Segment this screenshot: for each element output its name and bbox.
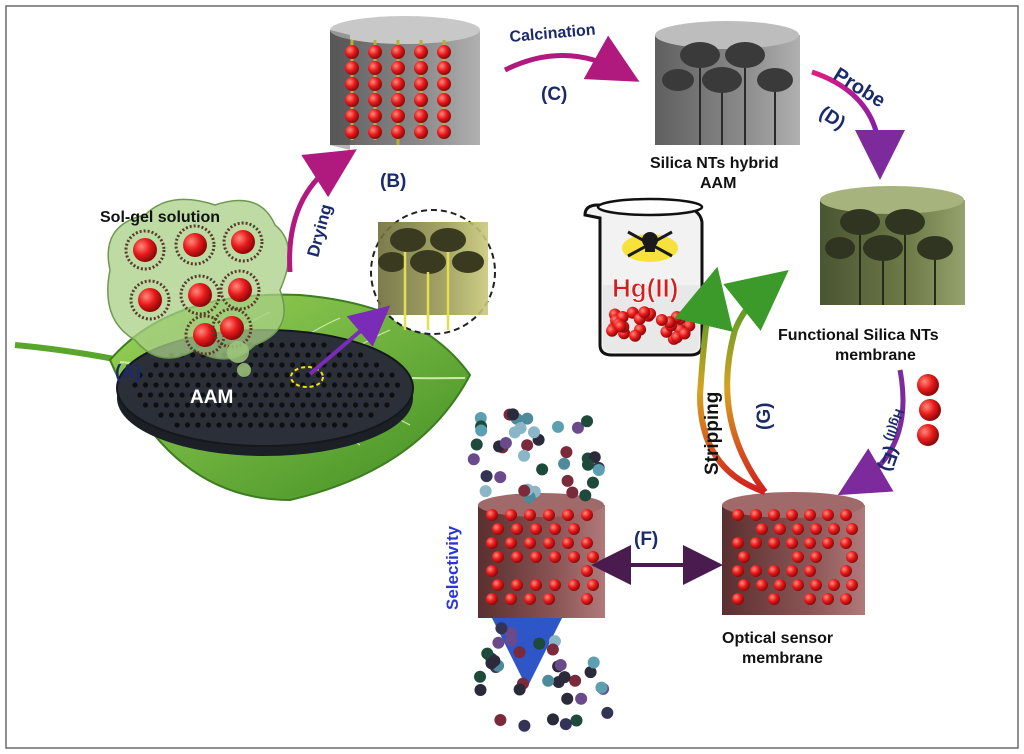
functional-label-2: membrane [835,347,916,364]
sol-gel-cluster [107,198,290,377]
selectivity-label: Selectivity [443,525,462,610]
mixed-ions-top [467,408,605,504]
membrane-block-b [330,16,480,150]
aam-label: AAM [190,387,233,408]
step-f-label: (F) [634,529,658,550]
silica-hybrid-label-1: Silica NTs hybrid [650,155,779,172]
skull-icon [622,230,678,262]
functional-label-1: Functional Silica NTs [778,327,939,344]
aam-disc [116,329,414,456]
stripping-label: Stripping [702,392,723,475]
drying-arrow [287,149,357,273]
membrane-block-silica-hybrid [655,21,800,145]
step-g-label: (G) [754,403,775,430]
membrane-block-functional [820,186,965,305]
step-b-label: (B) [380,171,406,192]
sol-gel-label: Sol-gel solution [100,209,220,226]
mixed-ions-bottom [474,622,614,732]
hg-binding-arrow [837,369,906,496]
hg-ions [917,374,941,446]
membrane-block-selectivity [478,493,605,618]
silica-hybrid-label-2: AAM [700,175,736,192]
stripping-arrow-left [674,266,766,495]
step-c-label: (C) [541,84,567,105]
stripping-arrow-right [723,270,789,494]
hg-beaker-label: Hg(II) [612,273,678,303]
zoom-link-arrow [308,305,391,376]
optical-label-1: Optical sensor [722,630,833,647]
calcination-arrow [503,35,640,82]
membrane-block-optical-sensor [722,492,865,615]
step-a-label: (A) [115,362,141,383]
optical-label-2: membrane [742,650,823,667]
zoom-inset [370,209,496,335]
probe-arrow [811,69,905,180]
